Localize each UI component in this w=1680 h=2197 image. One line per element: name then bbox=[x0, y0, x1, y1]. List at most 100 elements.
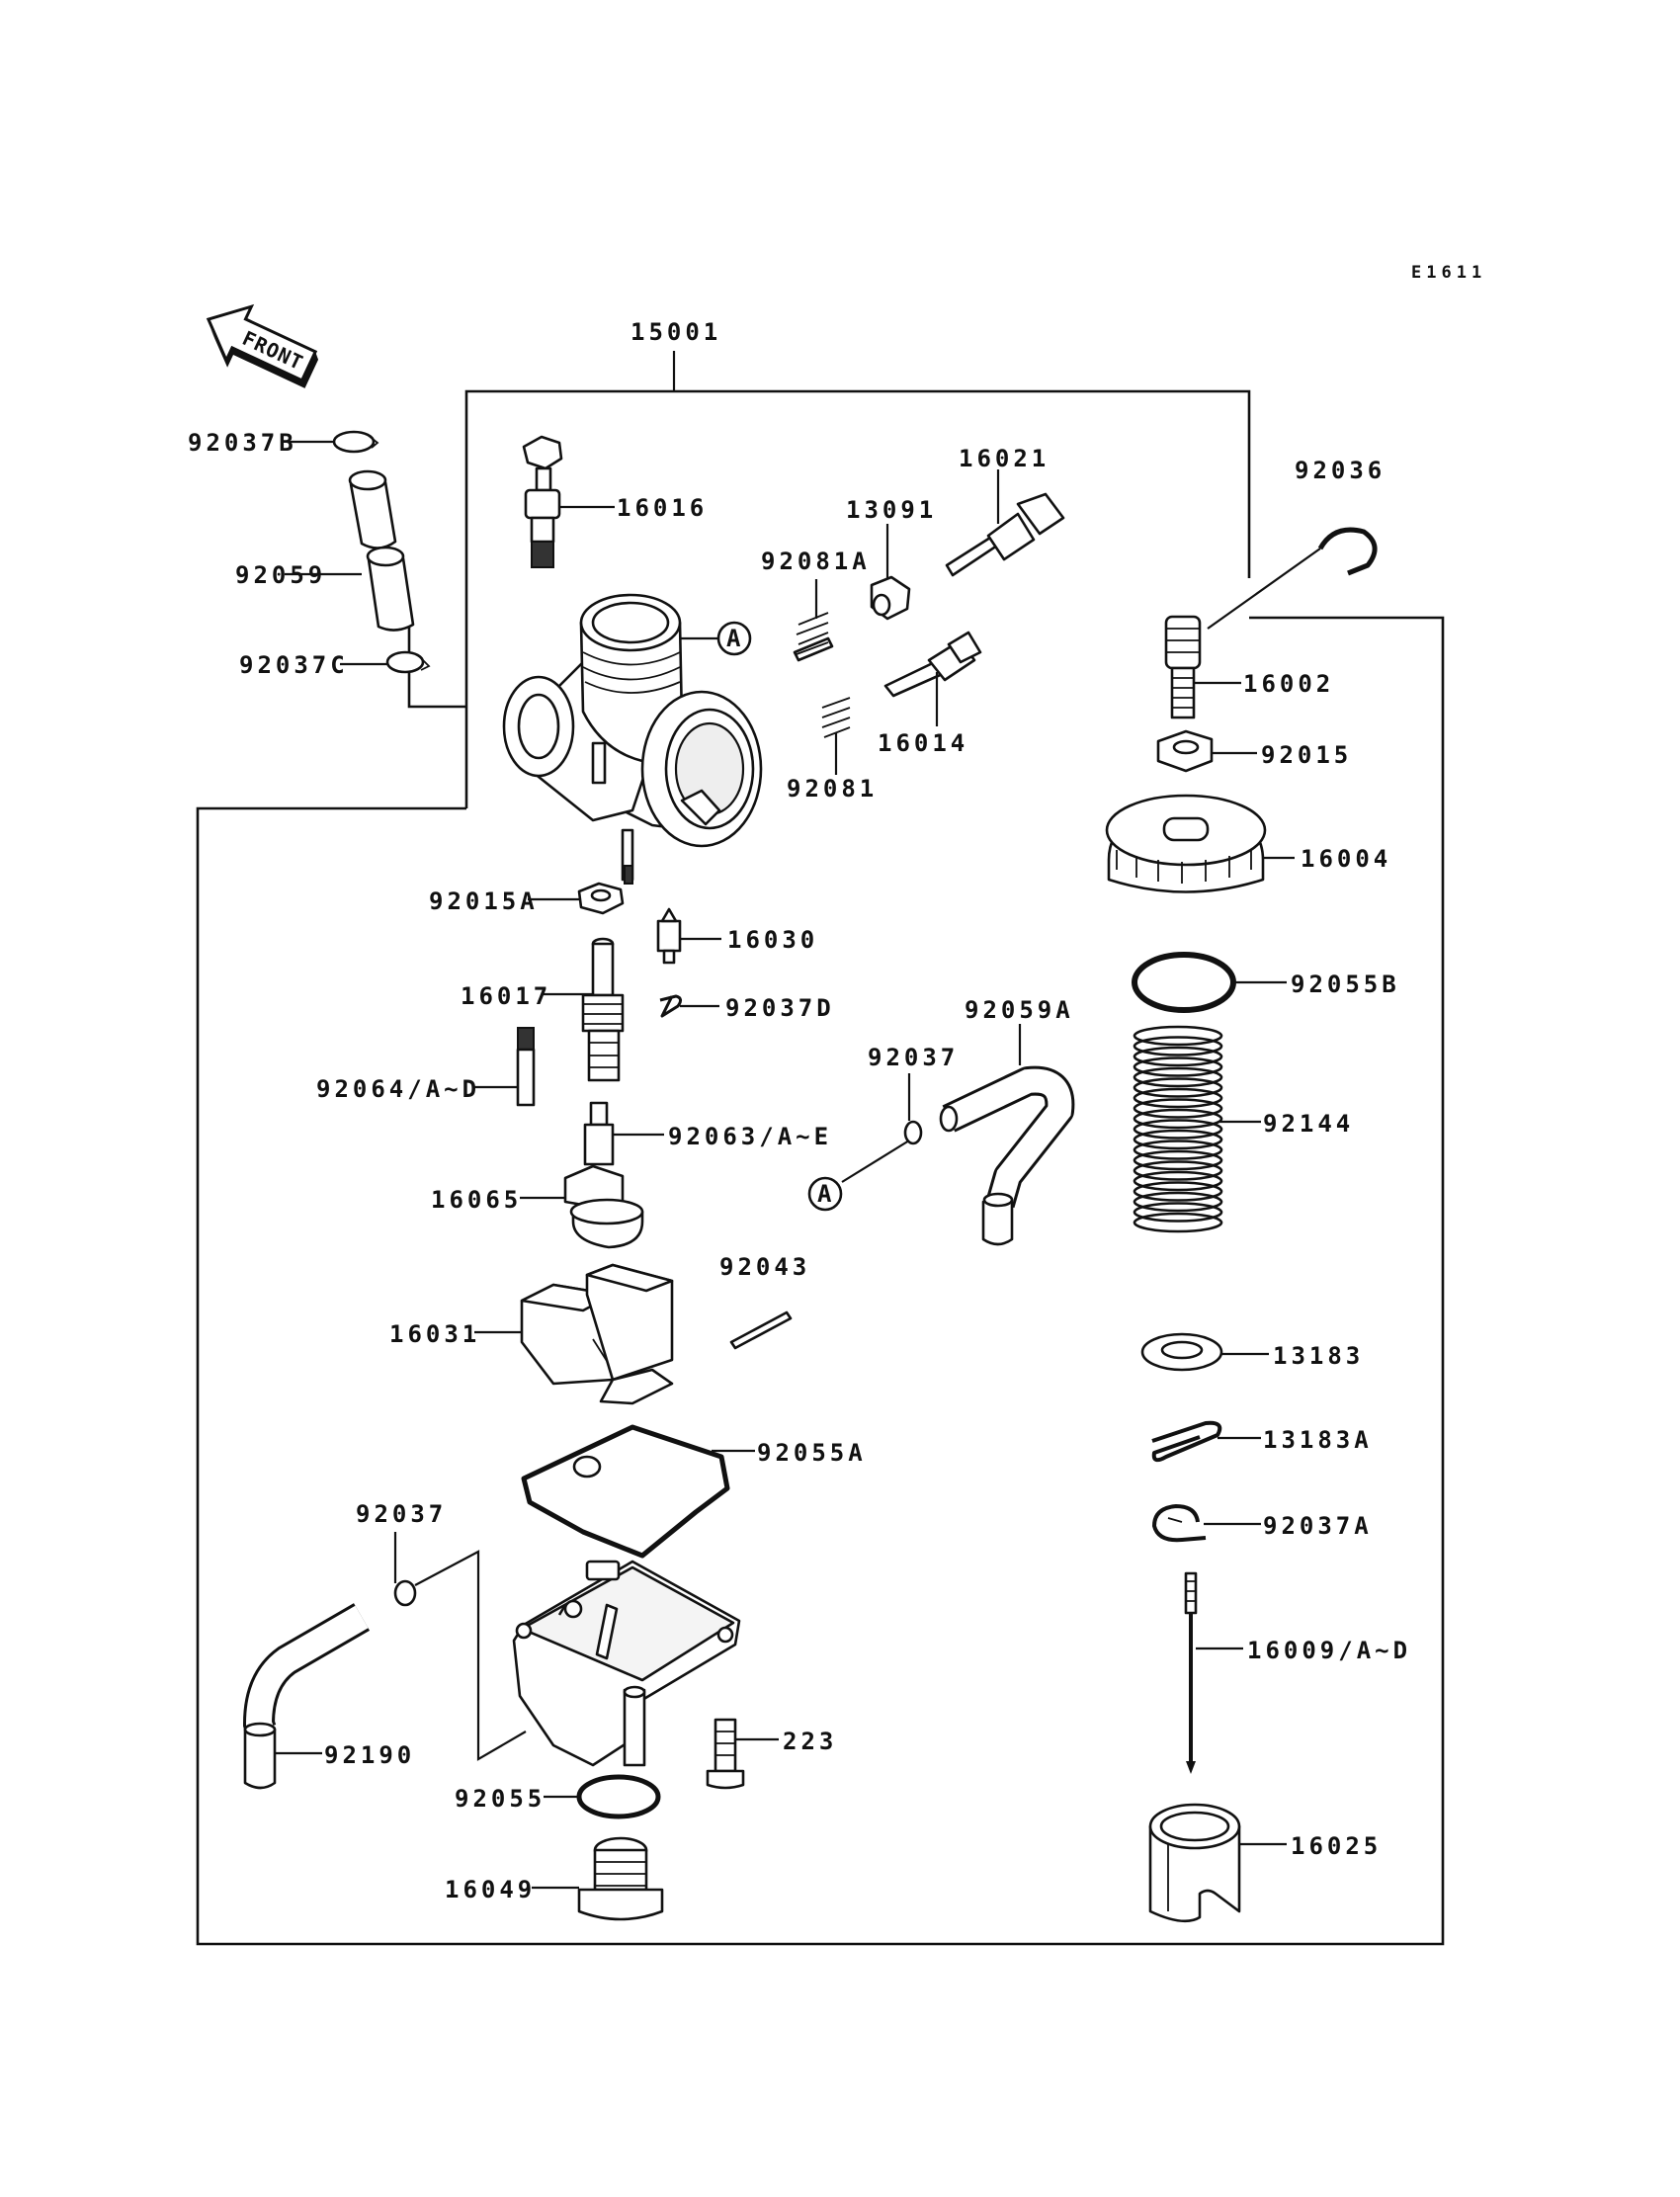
nut-13091-icon bbox=[870, 575, 911, 621]
jet-92063-icon bbox=[583, 1101, 615, 1166]
spring-coil bbox=[1133, 1056, 1223, 1077]
ref-marker-a-mid: A bbox=[807, 1176, 843, 1212]
spring-coil bbox=[1133, 1149, 1223, 1171]
spring-coil bbox=[1133, 1129, 1223, 1150]
spring-coil bbox=[1133, 1036, 1223, 1056]
label-13183a: 13183A bbox=[1263, 1426, 1373, 1454]
label-16025: 16025 bbox=[1291, 1832, 1382, 1860]
nut-92015a-icon bbox=[577, 882, 625, 915]
label-15001: 15001 bbox=[630, 318, 721, 346]
spring-coil bbox=[1133, 1140, 1223, 1160]
assembly-frame bbox=[196, 351, 1445, 1946]
label-92037a: 92037A bbox=[1263, 1512, 1373, 1540]
label-16016: 16016 bbox=[617, 494, 708, 522]
label-92059: 92059 bbox=[235, 561, 326, 589]
spring-coil bbox=[1133, 1066, 1223, 1088]
spring-coil bbox=[1133, 1170, 1223, 1192]
label-92190: 92190 bbox=[324, 1741, 415, 1769]
label-16021: 16021 bbox=[959, 445, 1050, 472]
label-92055b: 92055B bbox=[1291, 971, 1400, 998]
hose-92190-icon bbox=[242, 1603, 371, 1790]
label-16014: 16014 bbox=[878, 729, 968, 757]
spring-92081a-icon bbox=[793, 612, 834, 662]
clip-13183a-icon bbox=[1151, 1420, 1222, 1463]
valve-16030-icon bbox=[656, 907, 682, 965]
slide-16025-icon bbox=[1148, 1803, 1241, 1923]
label-16031: 16031 bbox=[389, 1320, 480, 1348]
spring-coil bbox=[1133, 1119, 1223, 1140]
ref-marker-a-mid-text: A bbox=[817, 1180, 832, 1208]
spring-coil bbox=[1133, 1181, 1223, 1202]
spring-coil bbox=[1133, 1077, 1223, 1098]
holder-16065-icon bbox=[563, 1164, 644, 1249]
label-92037-lower: 92037 bbox=[356, 1500, 447, 1528]
gasket-92055a-icon bbox=[521, 1424, 730, 1559]
clamp-92037b-icon bbox=[332, 430, 379, 454]
ref-marker-a-top-text: A bbox=[726, 625, 741, 652]
oring-92055-icon bbox=[576, 1774, 661, 1819]
spring-coil bbox=[1133, 1087, 1223, 1109]
label-16017: 16017 bbox=[461, 982, 551, 1010]
label-92055a: 92055A bbox=[757, 1439, 867, 1467]
label-92015: 92015 bbox=[1261, 741, 1352, 769]
spring-coil bbox=[1133, 1108, 1223, 1130]
label-92015a: 92015A bbox=[429, 887, 539, 915]
spring-coil bbox=[1133, 1191, 1223, 1213]
needle-16009-icon bbox=[1184, 1571, 1198, 1774]
spring-coil bbox=[1133, 1160, 1223, 1181]
spring-coil bbox=[1133, 1212, 1223, 1233]
screw-16016-icon bbox=[522, 435, 563, 568]
clip-92036-icon bbox=[1317, 527, 1378, 576]
label-16009: 16009/A~D bbox=[1247, 1637, 1411, 1664]
clamp-92037c-icon bbox=[385, 650, 431, 674]
diagram-code: E1611 bbox=[1411, 263, 1486, 283]
tube-92059-icon bbox=[348, 469, 415, 632]
clamp-92037-lower-icon bbox=[393, 1579, 417, 1607]
washer-13183-icon bbox=[1140, 1332, 1223, 1372]
screw-16021-icon bbox=[945, 492, 1065, 577]
label-92036: 92036 bbox=[1295, 457, 1386, 484]
adjuster-16002-icon bbox=[1164, 615, 1202, 719]
spring-coil bbox=[1133, 1046, 1223, 1067]
label-92063: 92063/A~E bbox=[668, 1123, 832, 1150]
label-92059a: 92059A bbox=[965, 996, 1074, 1024]
label-92037b: 92037B bbox=[188, 429, 297, 457]
label-92037c: 92037C bbox=[239, 651, 349, 679]
clip-92037d-icon bbox=[659, 994, 683, 1018]
label-13183: 13183 bbox=[1273, 1342, 1364, 1370]
label-16030: 16030 bbox=[727, 926, 818, 954]
label-92043: 92043 bbox=[719, 1253, 810, 1281]
hose-92059a-icon bbox=[939, 1065, 1075, 1246]
spring-coil bbox=[1133, 1098, 1223, 1119]
label-92144: 92144 bbox=[1263, 1110, 1354, 1138]
front-arrow-icon: FRONT bbox=[206, 303, 319, 388]
spring-92144-icon bbox=[1133, 1025, 1223, 1233]
jet-92064-icon bbox=[516, 1027, 536, 1107]
label-92081a: 92081A bbox=[761, 548, 871, 575]
label-13091: 13091 bbox=[846, 496, 937, 524]
label-223: 223 bbox=[783, 1728, 837, 1755]
nut-92015-icon bbox=[1156, 729, 1214, 773]
pin-92043-icon bbox=[729, 1310, 793, 1350]
needle-16014-icon bbox=[883, 631, 982, 698]
ref-marker-a-top: A bbox=[716, 621, 752, 656]
clamp-92037-mid-icon bbox=[903, 1120, 923, 1145]
spring-92081-icon bbox=[821, 697, 851, 738]
label-92037-mid: 92037 bbox=[868, 1044, 959, 1071]
label-16065: 16065 bbox=[431, 1186, 522, 1214]
tube-16017-icon bbox=[581, 937, 625, 1082]
label-16002: 16002 bbox=[1243, 670, 1334, 698]
oring-92055b-icon bbox=[1132, 952, 1236, 1013]
cap-16004-icon bbox=[1105, 794, 1267, 893]
float-16031-icon bbox=[520, 1263, 674, 1405]
float-bowl-icon bbox=[512, 1560, 741, 1767]
label-16004: 16004 bbox=[1301, 845, 1391, 873]
label-16049: 16049 bbox=[445, 1876, 536, 1903]
label-92037d: 92037D bbox=[725, 994, 835, 1022]
plug-16049-icon bbox=[577, 1836, 664, 1921]
spring-coil bbox=[1133, 1025, 1223, 1047]
eclip-92037a-icon bbox=[1152, 1504, 1207, 1543]
label-92055: 92055 bbox=[455, 1785, 546, 1813]
label-92064: 92064/A~D bbox=[316, 1075, 480, 1103]
